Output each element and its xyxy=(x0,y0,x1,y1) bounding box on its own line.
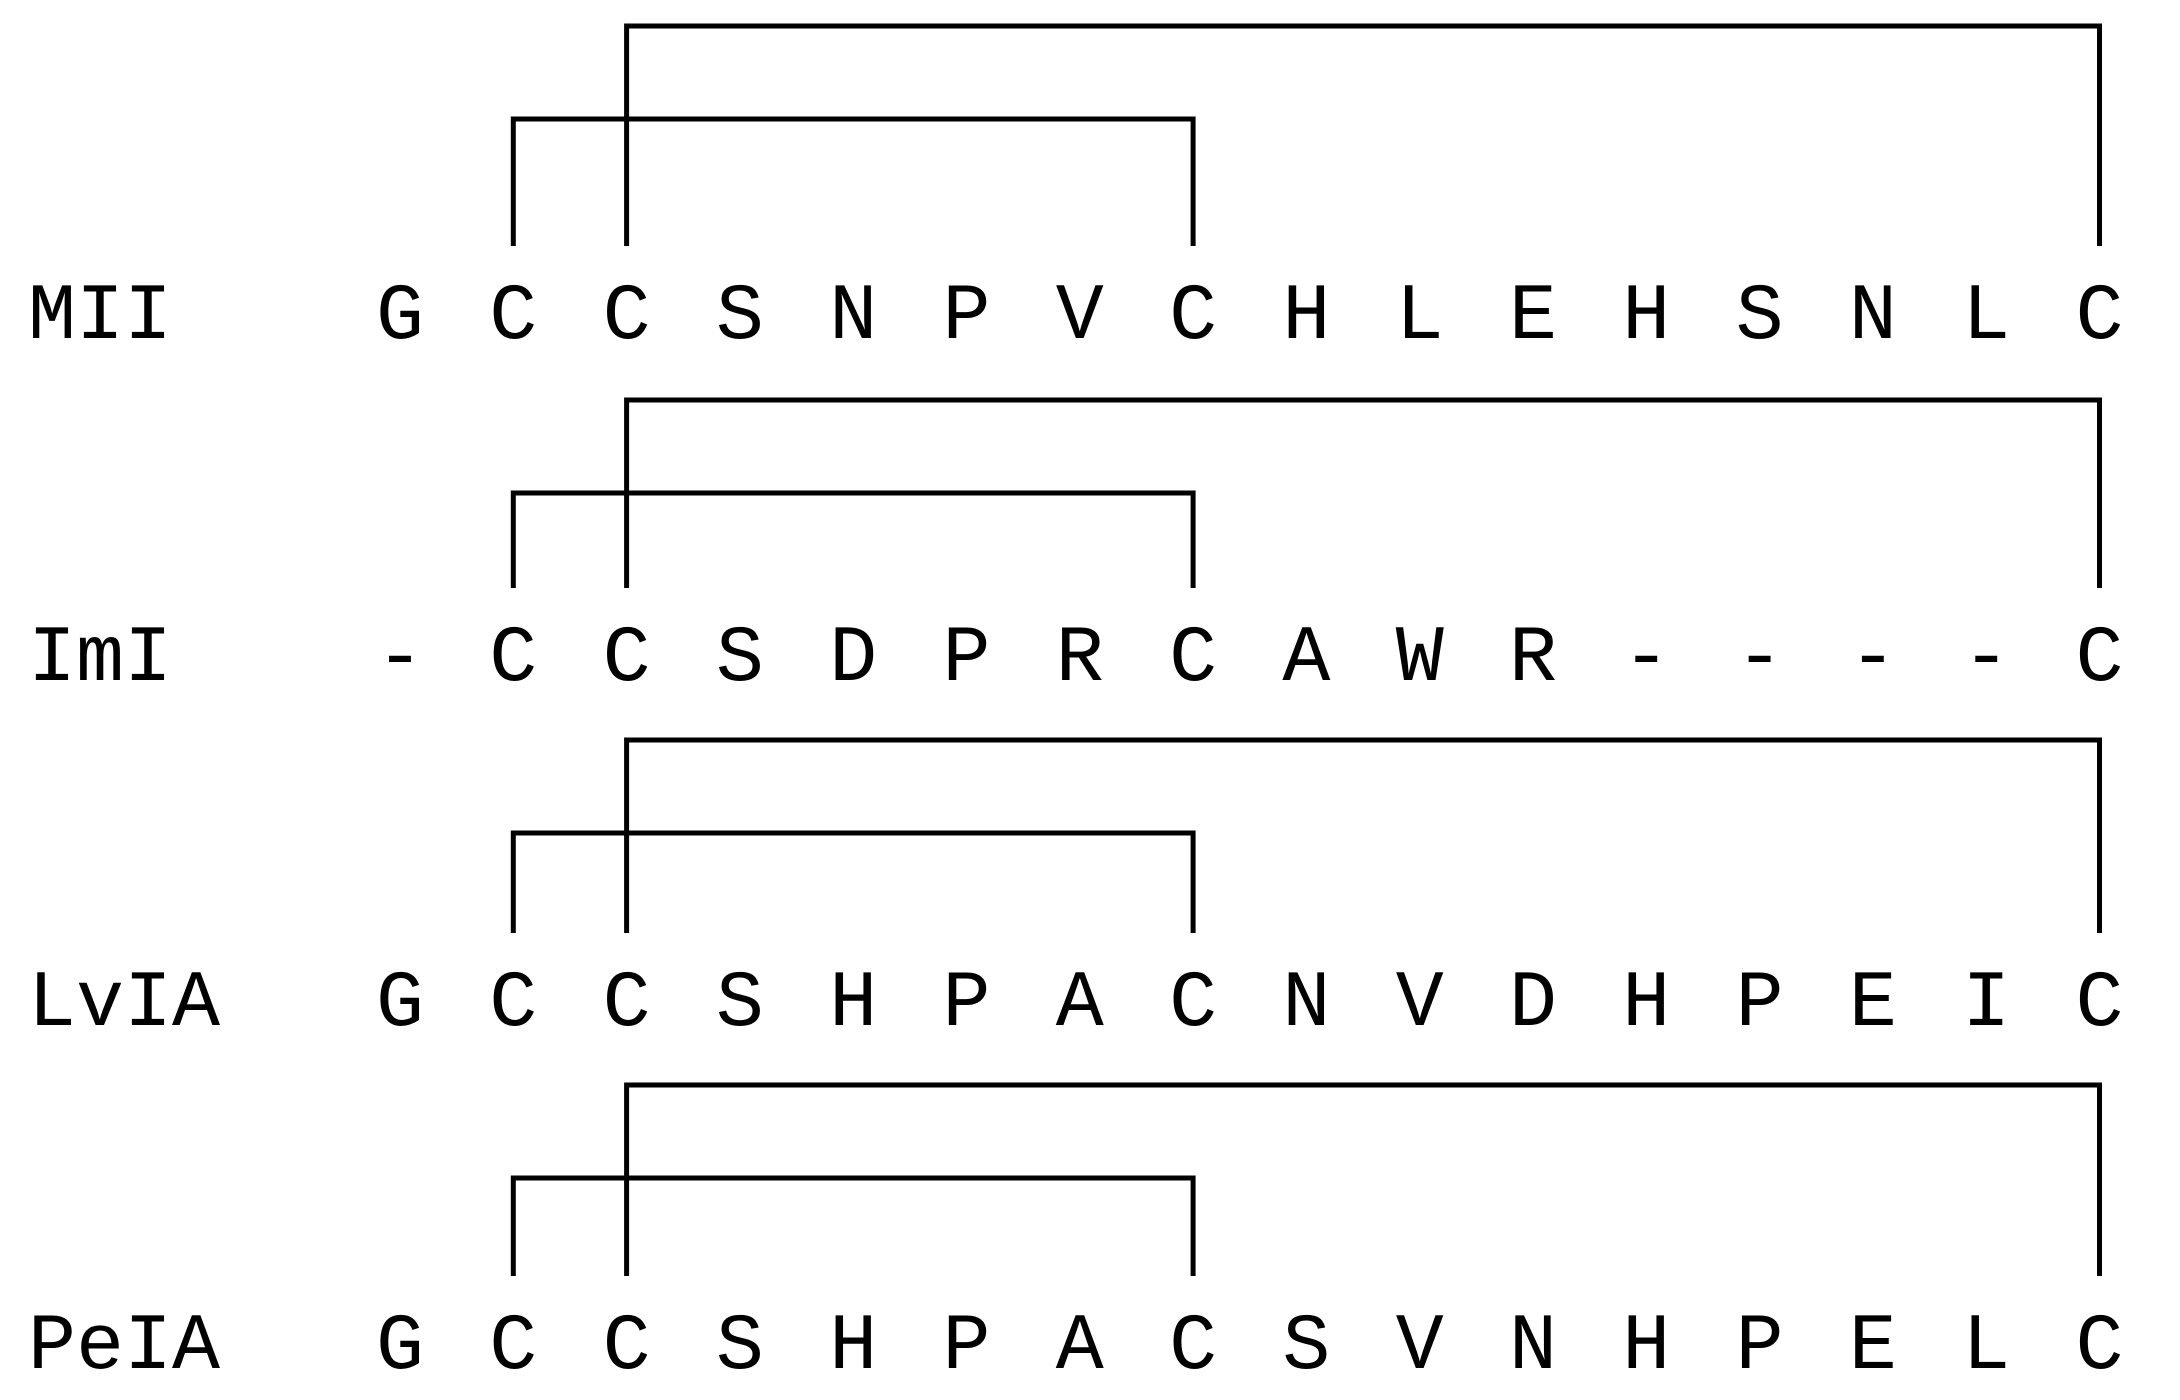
gap-residue: - xyxy=(1622,614,1670,705)
amino-acid-residue: P xyxy=(1736,1302,1784,1393)
amino-acid-residue: D xyxy=(829,614,877,705)
amino-acid-residue: L xyxy=(1396,272,1444,363)
amino-acid-residue: H xyxy=(1622,1302,1670,1393)
amino-acid-residue: C xyxy=(2075,959,2123,1050)
amino-acid-residue: N xyxy=(1509,1302,1557,1393)
amino-acid-residue: P xyxy=(942,1302,990,1393)
amino-acid-residue: V xyxy=(1396,959,1444,1050)
amino-acid-residue: L xyxy=(1962,1302,2010,1393)
disulfide-bond-2-8 xyxy=(510,1175,1196,1276)
amino-acid-residue: S xyxy=(716,272,764,363)
amino-acid-residue: S xyxy=(1282,1302,1330,1393)
amino-acid-residue: S xyxy=(716,959,764,1050)
disulfide-bond-3-16 xyxy=(624,397,2102,588)
gap-residue: - xyxy=(376,614,424,705)
amino-acid-residue: A xyxy=(1056,959,1104,1050)
amino-acid-residue: C xyxy=(2075,272,2123,363)
disulfide-bond-3-16 xyxy=(624,23,2102,246)
amino-acid-residue: C xyxy=(2075,1302,2123,1393)
amino-acid-residue: S xyxy=(1736,272,1784,363)
amino-acid-residue: V xyxy=(1056,272,1104,363)
amino-acid-residue: R xyxy=(1056,614,1104,705)
amino-acid-residue: C xyxy=(603,272,651,363)
disulfide-bond-3-16 xyxy=(624,1082,2102,1276)
disulfide-bond-2-8 xyxy=(510,830,1196,933)
amino-acid-residue: I xyxy=(1962,959,2010,1050)
amino-acid-residue: D xyxy=(1509,959,1557,1050)
peptide-name-label: MII xyxy=(28,272,172,363)
amino-acid-residue: S xyxy=(716,1302,764,1393)
amino-acid-residue: H xyxy=(1622,272,1670,363)
amino-acid-residue: C xyxy=(1169,614,1217,705)
amino-acid-residue: G xyxy=(376,1302,424,1393)
amino-acid-residue: P xyxy=(942,959,990,1050)
amino-acid-residue: C xyxy=(489,614,537,705)
amino-acid-residue: W xyxy=(1396,614,1444,705)
amino-acid-residue: A xyxy=(1056,1302,1104,1393)
amino-acid-residue: N xyxy=(1282,959,1330,1050)
amino-acid-residue: H xyxy=(1282,272,1330,363)
amino-acid-residue: C xyxy=(1169,959,1217,1050)
gap-residue: - xyxy=(1736,614,1784,705)
amino-acid-residue: C xyxy=(1169,1302,1217,1393)
amino-acid-residue: C xyxy=(603,1302,651,1393)
amino-acid-residue: N xyxy=(829,272,877,363)
gap-residue: - xyxy=(1849,614,1897,705)
amino-acid-residue: C xyxy=(489,1302,537,1393)
amino-acid-residue: V xyxy=(1396,1302,1444,1393)
amino-acid-residue: H xyxy=(829,1302,877,1393)
amino-acid-residue: N xyxy=(1849,272,1897,363)
amino-acid-residue: P xyxy=(942,272,990,363)
amino-acid-residue: A xyxy=(1282,614,1330,705)
disulfide-bond-2-8 xyxy=(510,116,1196,246)
peptide-name-label: PeIA xyxy=(28,1302,220,1393)
amino-acid-residue: G xyxy=(376,272,424,363)
amino-acid-residue: C xyxy=(1169,272,1217,363)
amino-acid-residue: C xyxy=(603,614,651,705)
amino-acid-residue: C xyxy=(489,272,537,363)
amino-acid-residue: E xyxy=(1509,272,1557,363)
amino-acid-residue: G xyxy=(376,959,424,1050)
amino-acid-residue: C xyxy=(2075,614,2123,705)
amino-acid-residue: S xyxy=(716,614,764,705)
amino-acid-residue: E xyxy=(1849,1302,1897,1393)
amino-acid-residue: C xyxy=(603,959,651,1050)
amino-acid-residue: P xyxy=(1736,959,1784,1050)
amino-acid-residue: H xyxy=(829,959,877,1050)
amino-acid-residue: L xyxy=(1962,272,2010,363)
gap-residue: - xyxy=(1962,614,2010,705)
disulfide-bond-3-16 xyxy=(624,737,2102,933)
amino-acid-residue: P xyxy=(942,614,990,705)
peptide-name-label: LvIA xyxy=(28,959,220,1050)
amino-acid-residue: H xyxy=(1622,959,1670,1050)
amino-acid-residue: R xyxy=(1509,614,1557,705)
peptide-name-label: ImI xyxy=(28,614,172,705)
disulfide-bond-2-8 xyxy=(510,490,1196,588)
amino-acid-residue: E xyxy=(1849,959,1897,1050)
amino-acid-residue: C xyxy=(489,959,537,1050)
